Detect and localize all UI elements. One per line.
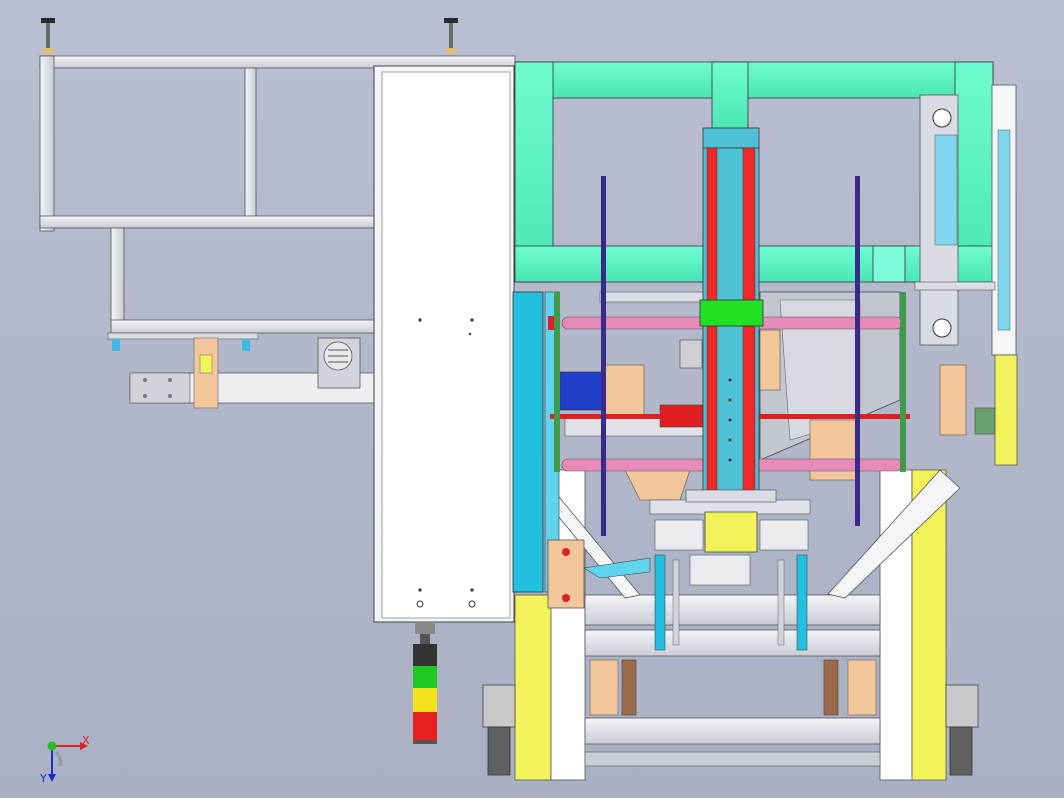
axis-y-label: Y: [40, 772, 47, 785]
left-profile-frame: [39, 18, 516, 351]
yellow-lamp: [413, 688, 437, 712]
axis-x-label: X: [82, 734, 90, 747]
red-lamp: [413, 712, 437, 740]
green-carriage: [699, 299, 764, 327]
signal-tower-lamp: [413, 622, 437, 744]
yellow-leg-left: [514, 594, 552, 781]
right-chain-guard: [914, 84, 1018, 466]
machine-base: [482, 469, 979, 781]
central-lifting-column: [685, 127, 777, 503]
purple-guide-bars: [601, 176, 860, 536]
leveling-foot-left: [41, 18, 55, 54]
leveling-foot-right: [444, 18, 458, 54]
cyan-posts: [512, 291, 585, 609]
green-side-posts: [554, 292, 906, 472]
green-lamp: [413, 666, 437, 688]
axis-triad-icon: [47, 741, 88, 782]
linear-module: [129, 337, 381, 409]
control-cabinet-panel: [373, 65, 515, 623]
